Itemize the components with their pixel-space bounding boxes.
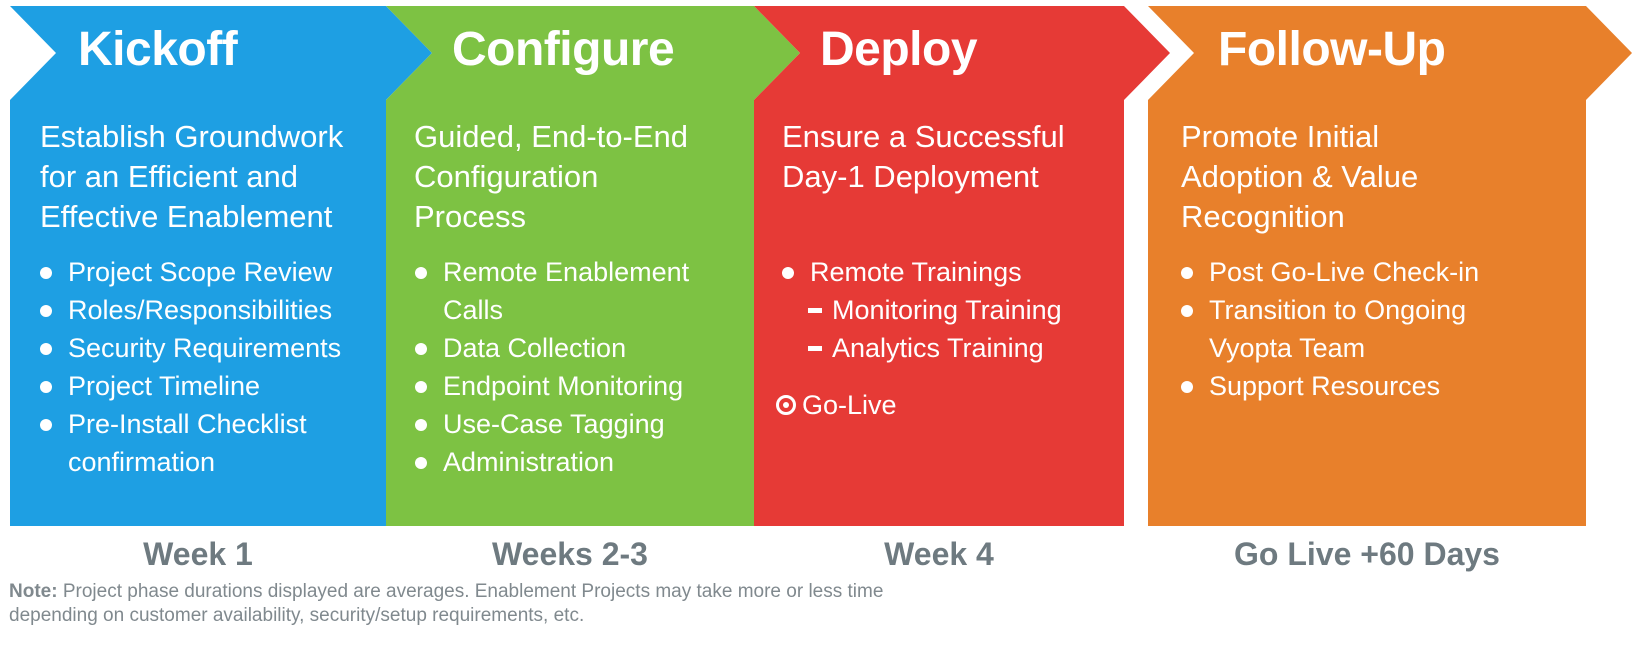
- subtitle-line: Effective Enablement: [40, 199, 333, 234]
- list-item: Data Collection: [415, 329, 689, 367]
- phase-deploy: Deploy Ensure a Successful Day-1 Deploym…: [754, 0, 1124, 530]
- followup-arrow: [1148, 6, 1632, 526]
- list-item: Project Scope Review: [40, 253, 341, 291]
- subtitle-line: Adoption & Value: [1181, 159, 1419, 194]
- duration-go-live-60: Go Live +60 Days: [1234, 536, 1500, 572]
- list-item: Remote Trainings: [782, 253, 1062, 291]
- list-item: Use-Case Tagging: [415, 405, 689, 443]
- task-list: Project Scope Review Roles/Responsibilit…: [40, 253, 341, 481]
- list-item: Transition to Ongoing: [1181, 291, 1479, 329]
- phase-arrows: [10, 6, 1632, 526]
- configure-arrow: [386, 6, 800, 526]
- subtitle-line: Configuration: [414, 159, 599, 194]
- phase-kickoff: Kickoff Establish Groundwork for an Effi…: [0, 0, 386, 530]
- list-item: Post Go-Live Check-in: [1181, 253, 1479, 291]
- list-item-continuation: confirmation: [68, 447, 216, 477]
- subtitle-line: for an Efficient and: [40, 159, 298, 194]
- footnote: Note: Project phase durations displayed …: [9, 580, 929, 628]
- phase-subtitle: Promote Initial Adoption & Value Recogni…: [1181, 117, 1418, 237]
- subtitle-line: Recognition: [1181, 199, 1345, 234]
- subtitle-line: Process: [414, 199, 526, 234]
- list-subitem: Analytics Training: [782, 329, 1062, 367]
- phase-title: Follow-Up: [1218, 23, 1446, 76]
- subtitle-line: Day-1 Deployment: [782, 159, 1039, 194]
- phase-followup: Follow-Up Promote Initial Adoption & Val…: [1148, 0, 1586, 530]
- list-item: Endpoint Monitoring: [415, 367, 689, 405]
- note-label: Note:: [9, 581, 58, 602]
- duration-weeks-2-3: Weeks 2-3: [492, 536, 648, 572]
- task-list: Remote Enablement Calls Data Collection …: [415, 253, 689, 481]
- subtitle-line: Promote Initial: [1181, 119, 1380, 154]
- milestone-label: Go-Live: [802, 390, 897, 420]
- phase-title: Configure: [452, 23, 675, 76]
- list-item: Project Timeline: [40, 367, 341, 405]
- phase-title: Deploy: [820, 23, 978, 76]
- phase-subtitle: Ensure a Successful Day-1 Deployment: [782, 117, 1065, 197]
- list-item: Security Requirements: [40, 329, 341, 367]
- list-item: Support Resources: [1181, 367, 1479, 405]
- task-list: Post Go-Live Check-in Transition to Ongo…: [1181, 253, 1479, 405]
- target-icon: [776, 395, 796, 415]
- subtitle-line: Ensure a Successful: [782, 119, 1065, 154]
- phase-subtitle: Guided, End-to-End Configuration Process: [414, 117, 688, 237]
- duration-week-4: Week 4: [884, 536, 994, 572]
- list-item: Administration: [415, 443, 689, 481]
- subtitle-line: Guided, End-to-End: [414, 119, 689, 154]
- kickoff-arrow: [10, 6, 432, 526]
- go-live-milestone: Go-Live: [776, 386, 897, 424]
- phase-title: Kickoff: [78, 23, 238, 76]
- list-item-continuation: Vyopta Team: [1209, 333, 1366, 363]
- list-item: Roles/Responsibilities: [40, 291, 341, 329]
- note-text: Project phase durations displayed are av…: [9, 581, 884, 626]
- task-list: Remote Trainings Monitoring Training Ana…: [782, 253, 1062, 367]
- deploy-arrow: [754, 6, 1170, 526]
- list-item-continuation: Calls: [443, 295, 504, 325]
- subtitle-line: Establish Groundwork: [40, 119, 344, 154]
- list-item: Remote Enablement: [415, 253, 689, 291]
- phase-subtitle: Establish Groundwork for an Efficient an…: [40, 117, 343, 237]
- phase-configure: Configure Guided, End-to-End Configurati…: [386, 0, 754, 530]
- list-subitem: Monitoring Training: [782, 291, 1062, 329]
- list-item: Pre-Install Checklist: [40, 405, 341, 443]
- duration-week-1: Week 1: [143, 536, 253, 572]
